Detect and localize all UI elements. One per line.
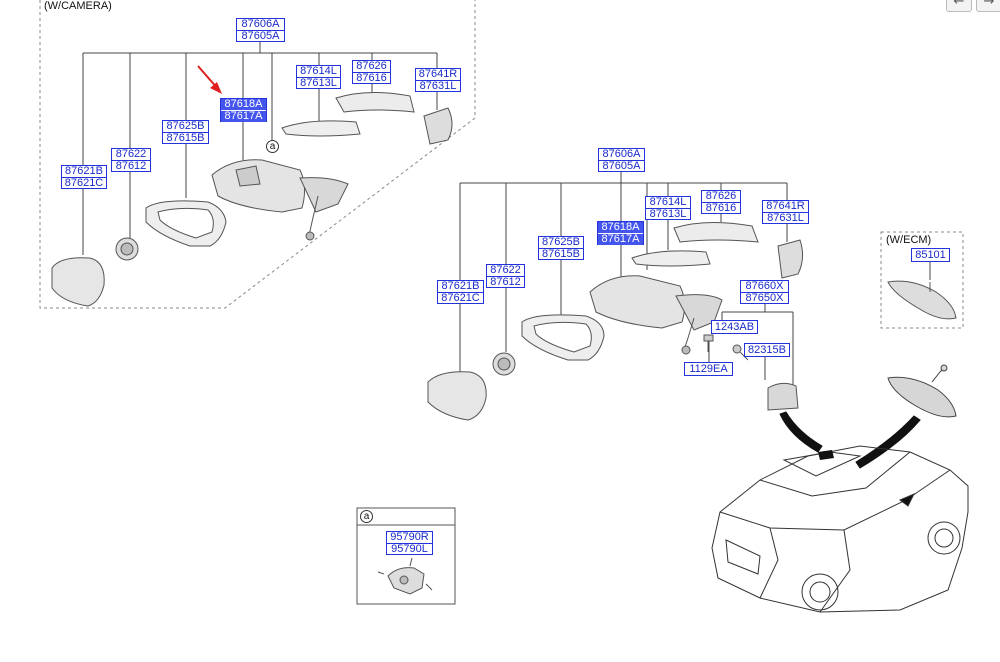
camera-mirror-body bbox=[211, 159, 349, 241]
back-arrow-icon: ← bbox=[953, 0, 965, 9]
camera-turn-lamp bbox=[281, 120, 361, 137]
screw-1129EA bbox=[703, 334, 714, 352]
part-label-82315B[interactable]: 82315B bbox=[744, 343, 790, 357]
standard-leader-lines bbox=[459, 172, 931, 385]
mirror-glass bbox=[427, 371, 487, 421]
camera-group-frame bbox=[39, 0, 476, 309]
mirror-cover bbox=[673, 221, 759, 243]
camera-connector bbox=[377, 557, 433, 595]
camera-leader-lines bbox=[82, 42, 438, 255]
camera-cover bbox=[335, 91, 415, 113]
inside-mirror-cover bbox=[767, 382, 799, 411]
ecm-group-caption: (W/ECM) bbox=[886, 234, 932, 246]
camera-scalp-frame bbox=[145, 200, 227, 247]
pointer-arcs bbox=[779, 411, 921, 469]
part-label-85101[interactable]: 85101 bbox=[911, 248, 950, 262]
turn-lamp bbox=[631, 250, 711, 267]
marker-a-camera: a bbox=[266, 140, 279, 153]
red-arrow-indicator bbox=[197, 65, 222, 94]
camera-mirror-glass bbox=[51, 257, 105, 307]
inside-mirror bbox=[887, 364, 957, 418]
actuator bbox=[492, 352, 516, 376]
ecm-inside-mirror bbox=[887, 280, 957, 320]
part-label-1129EA[interactable]: 1129EA bbox=[684, 362, 733, 376]
forward-arrow-icon: → bbox=[983, 0, 995, 9]
camera-lower-cover bbox=[423, 107, 453, 145]
mirror-body bbox=[589, 275, 723, 355]
forward-button[interactable]: → bbox=[976, 0, 1000, 12]
vehicle-outline bbox=[711, 445, 969, 613]
roof-mirror-marker bbox=[818, 450, 834, 460]
back-button[interactable]: ← bbox=[946, 0, 972, 12]
lower-cover bbox=[777, 239, 804, 279]
camera-group-caption: (W/CAMERA) bbox=[44, 0, 112, 12]
ecm-group-frame bbox=[880, 231, 964, 329]
marker-a-connector: a bbox=[360, 510, 373, 523]
connector-box-frame bbox=[356, 507, 456, 605]
part-label-1243AB[interactable]: 1243AB bbox=[711, 320, 758, 334]
camera-actuator bbox=[115, 237, 139, 261]
scalp-frame bbox=[521, 314, 605, 361]
